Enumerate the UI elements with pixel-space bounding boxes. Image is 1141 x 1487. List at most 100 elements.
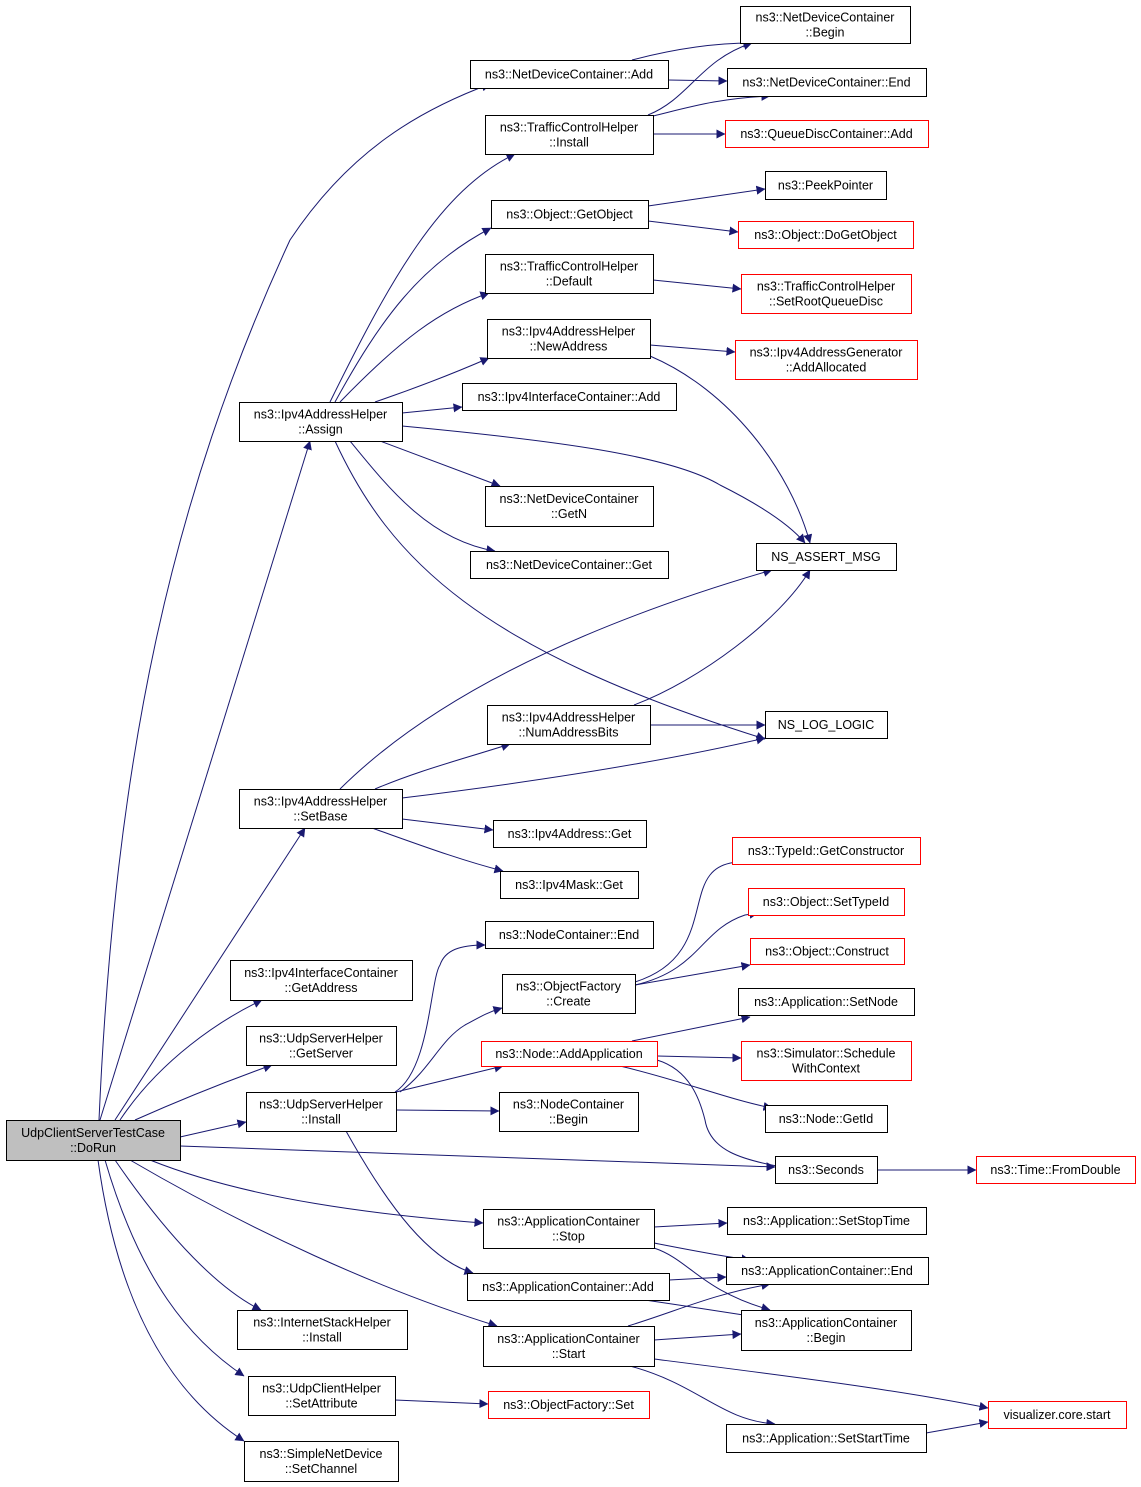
- node-label-line: ns3::Ipv4AddressHelper: [502, 711, 635, 725]
- node-label-line: WithContext: [792, 1062, 861, 1076]
- node-qdc-add[interactable]: ns3::QueueDiscContainer::Add: [725, 120, 929, 148]
- node-obj-dogetobject[interactable]: ns3::Object::DoGetObject: [738, 221, 914, 249]
- node-tch-install[interactable]: ns3::TrafficControlHelper::Install: [485, 115, 654, 155]
- node-iah-setbase[interactable]: ns3::Ipv4AddressHelper::SetBase: [239, 789, 403, 829]
- node-ns-log[interactable]: NS_LOG_LOGIC: [765, 711, 888, 739]
- node-box: [462, 383, 677, 411]
- node-label-line: ns3::NetDeviceContainer::Add: [485, 68, 653, 82]
- node-ndc-getn[interactable]: ns3::NetDeviceContainer::GetN: [485, 486, 654, 527]
- node-label-line: ns3::Object::GetObject: [506, 208, 633, 222]
- node-node-addapp[interactable]: ns3::Node::AddApplication: [481, 1041, 658, 1067]
- node-ish-install[interactable]: ns3::InternetStackHelper::Install: [237, 1310, 408, 1350]
- node-iag-addalloc[interactable]: ns3::Ipv4AddressGenerator::AddAllocated: [735, 340, 918, 380]
- node-seconds[interactable]: ns3::Seconds: [775, 1156, 878, 1184]
- node-label-line: ::NumAddressBits: [518, 726, 618, 740]
- node-app-setnode[interactable]: ns3::Application::SetNode: [738, 988, 915, 1016]
- node-label-line: ns3::QueueDiscContainer::Add: [740, 127, 912, 141]
- node-label-line: ns3::Seconds: [788, 1163, 864, 1177]
- node-box: [246, 1092, 397, 1132]
- node-tch-setroot[interactable]: ns3::TrafficControlHelper::SetRootQueueD…: [741, 274, 912, 314]
- node-label-line: ::Stop: [552, 1230, 585, 1244]
- node-label-line: NS_LOG_LOGIC: [778, 718, 875, 732]
- node-ac-stop[interactable]: ns3::ApplicationContainer::Stop: [483, 1209, 655, 1249]
- node-label-line: ns3::ApplicationContainer::Add: [482, 1280, 654, 1294]
- node-time-fromdouble[interactable]: ns3::Time::FromDouble: [976, 1156, 1136, 1184]
- node-label-line: ::Install: [302, 1331, 342, 1345]
- node-app-setstarttime[interactable]: ns3::Application::SetStartTime: [726, 1424, 927, 1453]
- nodes-layer: UdpClientServerTestCase::DoRun ns3::NetDe…: [6, 6, 1136, 1482]
- node-box: [485, 921, 654, 949]
- node-box: [499, 1092, 639, 1132]
- node-obj-construct[interactable]: ns3::Object::Construct: [750, 938, 905, 965]
- node-iah-newaddress[interactable]: ns3::Ipv4AddressHelper::NewAddress: [487, 319, 651, 359]
- node-box: [500, 871, 639, 899]
- node-obj-getobject[interactable]: ns3::Object::GetObject: [491, 200, 649, 229]
- node-label-line: ::Assign: [298, 423, 343, 437]
- node-iah-numbits[interactable]: ns3::Ipv4AddressHelper::NumAddressBits: [487, 705, 651, 745]
- node-nc-end[interactable]: ns3::NodeContainer::End: [485, 921, 654, 949]
- node-ipv4addr-get[interactable]: ns3::Ipv4Address::Get: [493, 820, 647, 848]
- node-box: [483, 1209, 655, 1249]
- node-label-line: ns3::Node::AddApplication: [495, 1047, 642, 1061]
- node-peekpointer[interactable]: ns3::PeekPointer: [765, 171, 887, 200]
- node-ush-getserver[interactable]: ns3::UdpServerHelper::GetServer: [246, 1026, 397, 1066]
- node-label-line: ns3::Ipv4AddressHelper: [502, 325, 635, 339]
- node-uch-setattr[interactable]: ns3::UdpClientHelper::SetAttribute: [248, 1376, 396, 1416]
- node-box: [244, 1441, 399, 1482]
- edge-to-node-getid: [619, 1065, 773, 1111]
- node-ipv4mask-get[interactable]: ns3::Ipv4Mask::Get: [500, 871, 639, 899]
- node-box: [248, 1376, 396, 1416]
- node-label-line: ::GetAddress: [285, 981, 358, 995]
- node-iah-assign[interactable]: ns3::Ipv4AddressHelper::Assign: [239, 402, 403, 442]
- edge-to-ac-begin: [644, 1299, 751, 1320]
- edge-to-seconds: [656, 1059, 789, 1172]
- node-root[interactable]: UdpClientServerTestCase::DoRun: [6, 1120, 181, 1161]
- node-ndc-end[interactable]: ns3::NetDeviceContainer::End: [727, 68, 927, 97]
- node-typeid-getctor[interactable]: ns3::TypeId::GetConstructor: [732, 837, 921, 865]
- node-ndc-get[interactable]: ns3::NetDeviceContainer::Get: [470, 551, 669, 579]
- node-ac-add[interactable]: ns3::ApplicationContainer::Add: [467, 1273, 670, 1301]
- node-label-line: ns3::UdpServerHelper: [259, 1032, 383, 1046]
- node-iic-getaddress[interactable]: ns3::Ipv4InterfaceContainer::GetAddress: [230, 960, 413, 1001]
- node-label-line: ns3::ObjectFactory::Set: [503, 1398, 634, 1412]
- node-ac-begin[interactable]: ns3::ApplicationContainer::Begin: [741, 1310, 912, 1351]
- edge-to-tch-setroot: [652, 279, 742, 293]
- node-ndc-begin[interactable]: ns3::NetDeviceContainer::Begin: [740, 6, 911, 44]
- edge-to-tch-default: [339, 291, 490, 403]
- node-iic-add[interactable]: ns3::Ipv4InterfaceContainer::Add: [462, 383, 677, 411]
- edge-to-ns-assert: [401, 425, 806, 544]
- edge-to-ac-end: [627, 1281, 771, 1327]
- node-label-line: ::Default: [546, 275, 593, 289]
- node-viz-start[interactable]: visualizer.core.start: [988, 1401, 1127, 1429]
- node-ndc-add[interactable]: ns3::NetDeviceContainer::Add: [470, 60, 669, 89]
- edge-to-ndc-begin: [647, 41, 753, 116]
- node-tch-default[interactable]: ns3::TrafficControlHelper::Default: [485, 254, 654, 294]
- node-ns-assert[interactable]: NS_ASSERT_MSG: [756, 543, 897, 571]
- edge-to-uch-setattr: [104, 1159, 245, 1377]
- node-snd-setchannel[interactable]: ns3::SimpleNetDevice::SetChannel: [244, 1441, 399, 1482]
- node-label-line: ::GetServer: [289, 1047, 353, 1061]
- node-nc-begin[interactable]: ns3::NodeContainer::Begin: [499, 1092, 639, 1132]
- edge-to-ac-begin: [653, 1330, 742, 1341]
- node-box: [239, 789, 403, 829]
- node-obj-settypeid[interactable]: ns3::Object::SetTypeId: [748, 888, 905, 916]
- edge-to-ndc-end: [652, 91, 771, 117]
- node-node-getid[interactable]: ns3::Node::GetId: [765, 1105, 888, 1133]
- node-box: [470, 551, 669, 579]
- node-box: [741, 1041, 912, 1081]
- node-ush-install[interactable]: ns3::UdpServerHelper::Install: [246, 1092, 397, 1132]
- node-box: [488, 1391, 650, 1419]
- node-box: [727, 1207, 927, 1235]
- edge-to-app-setnode: [631, 1014, 751, 1042]
- node-ac-end[interactable]: ns3::ApplicationContainer::End: [726, 1257, 929, 1285]
- node-box: [988, 1401, 1127, 1429]
- edge-to-obj-getobject: [334, 227, 492, 403]
- node-ac-start[interactable]: ns3::ApplicationContainer::Start: [483, 1326, 655, 1367]
- node-app-setstoptime[interactable]: ns3::Application::SetStopTime: [727, 1207, 927, 1235]
- node-of-set[interactable]: ns3::ObjectFactory::Set: [488, 1391, 650, 1419]
- edge-to-iic-getaddress: [119, 999, 263, 1121]
- node-box: [487, 705, 651, 745]
- node-of-create[interactable]: ns3::ObjectFactory::Create: [502, 974, 636, 1014]
